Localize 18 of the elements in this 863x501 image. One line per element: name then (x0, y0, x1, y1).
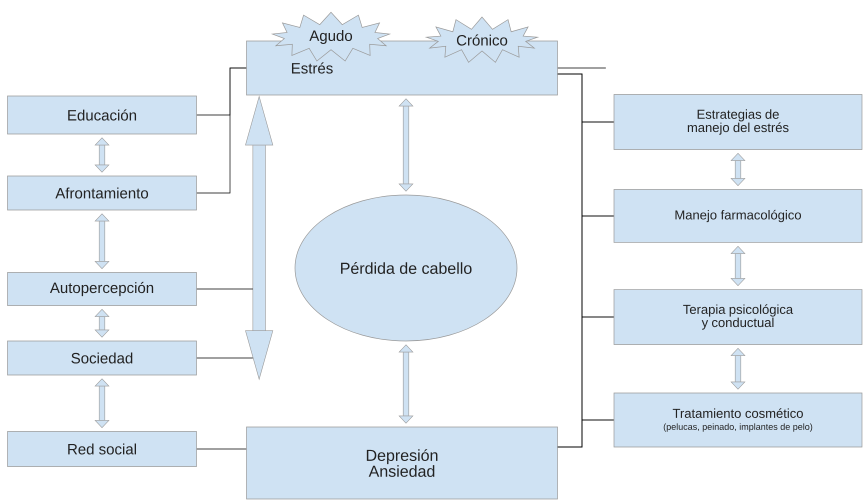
process-box: Educación (7, 96, 197, 134)
process-box: Manejo farmacológico (614, 189, 862, 243)
ellipse-node: Pérdida de cabello (294, 194, 518, 342)
connector-line (196, 68, 246, 194)
process-box: Depresión Ansiedad (246, 426, 558, 500)
block-arrow (94, 137, 110, 173)
starburst-badge: Agudo (270, 12, 392, 62)
process-box: Afrontamiento (7, 176, 197, 210)
block-arrow (730, 152, 746, 186)
process-box: Tratamiento cosmético (pelucas, peinado, implantes de pelo) (614, 392, 862, 448)
process-box: Terapia psicológica y conductual (614, 289, 862, 345)
connector-line (558, 420, 614, 448)
process-box: Estrategias de manejo del estrés (614, 94, 862, 150)
connector-line (196, 288, 254, 290)
process-box: Red social (7, 431, 197, 467)
process-box: Autopercepción (7, 272, 197, 306)
connector-line (196, 448, 246, 450)
process-box: Sociedad (7, 340, 197, 376)
